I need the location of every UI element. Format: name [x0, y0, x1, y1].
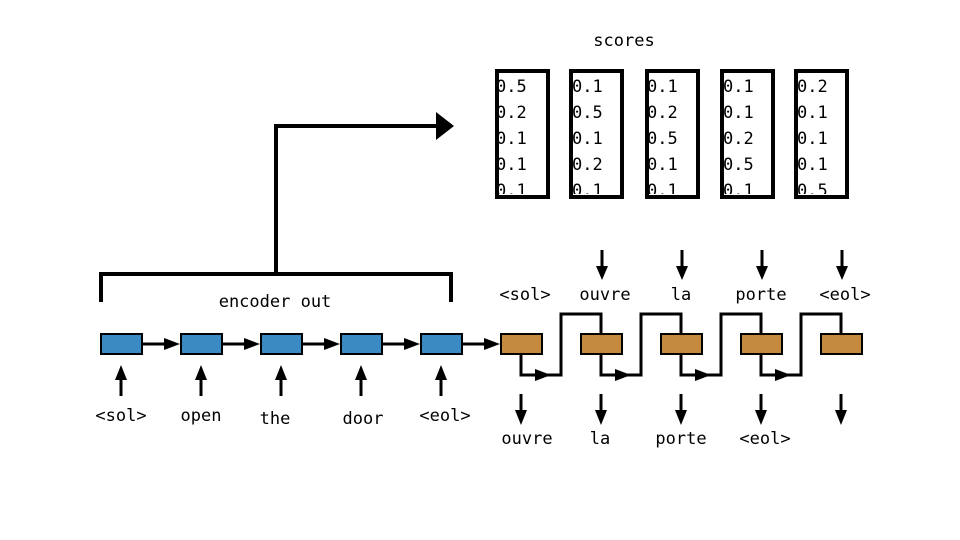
- decoder-input-label: <sol>: [499, 285, 550, 305]
- decoder-input-label: porte: [735, 285, 786, 305]
- decoder-connectors: [519, 312, 843, 377]
- encoder-input-label: open: [181, 406, 222, 426]
- bracket-arrowhead: [436, 112, 454, 140]
- decoder-cell: [580, 333, 623, 355]
- score-down-arrowheads: [596, 266, 848, 280]
- score-value: 0.1: [647, 77, 678, 97]
- score-value: 0.1: [496, 129, 527, 149]
- score-value: 0.1: [572, 77, 603, 97]
- encoder-input-label: <sol>: [95, 406, 146, 426]
- score-value: 0.2: [723, 129, 754, 149]
- encoder-cell: [260, 333, 303, 355]
- score-value: 0.1: [723, 77, 754, 97]
- scores-label: scores: [593, 31, 654, 51]
- score-box: 0.1 0.1 0.2 0.5 0.1: [720, 69, 775, 201]
- score-value: 0.5: [496, 77, 527, 97]
- score-value: 0.1: [647, 155, 678, 175]
- decoder-output-label: <eol>: [739, 429, 790, 449]
- score-down-arrows: [600, 250, 844, 268]
- encoder-input-label: door: [343, 409, 384, 429]
- decoder-cell: [500, 333, 543, 355]
- score-value: 0.1: [496, 155, 527, 175]
- score-value: 0.1: [647, 181, 678, 201]
- encoder-out-label: encoder out: [219, 292, 332, 312]
- decoder-cell: [740, 333, 783, 355]
- score-value: 0.1: [723, 103, 754, 123]
- encoder-cell: [340, 333, 383, 355]
- encoder-input-label: the: [260, 409, 291, 429]
- score-value: 0.1: [572, 181, 603, 201]
- decoder-output-arrows: [519, 394, 843, 412]
- decoder-connector-arrowheads: [535, 369, 791, 381]
- score-box: 0.1 0.5 0.1 0.2 0.1: [569, 69, 624, 201]
- score-value: 0.2: [572, 155, 603, 175]
- score-value: 0.5: [647, 129, 678, 149]
- score-box: 0.1 0.2 0.5 0.1 0.1: [645, 69, 700, 201]
- score-value: 0.5: [723, 155, 754, 175]
- encoder-cell: [180, 333, 223, 355]
- score-value: 0.1: [496, 181, 527, 201]
- score-value: 0.1: [572, 129, 603, 149]
- decoder-output-label: la: [590, 429, 610, 449]
- score-value: 0.1: [723, 181, 754, 201]
- encoder-cell: [420, 333, 463, 355]
- score-value: 0.1: [797, 155, 828, 175]
- encoder-connector-arrowheads: [164, 338, 500, 350]
- decoder-cells: [500, 333, 863, 355]
- score-value: 0.1: [797, 129, 828, 149]
- encoder-bracket: [99, 124, 453, 302]
- score-box: 0.5 0.2 0.1 0.1 0.1: [495, 69, 550, 201]
- score-value: 0.2: [797, 77, 828, 97]
- decoder-input-label: ouvre: [579, 285, 630, 305]
- decoder-input-label: la: [671, 285, 691, 305]
- decoder-output-arrowheads: [515, 410, 847, 425]
- decoder-cell: [660, 333, 703, 355]
- decoder-input-label: <eol>: [819, 285, 870, 305]
- encoder-cells: [100, 333, 463, 355]
- score-value: 0.5: [797, 181, 828, 201]
- decoder-cell: [820, 333, 863, 355]
- score-value: 0.5: [572, 103, 603, 123]
- encoder-cell: [100, 333, 143, 355]
- encoder-input-label: <eol>: [419, 406, 470, 426]
- score-box: 0.2 0.1 0.1 0.1 0.5: [794, 69, 849, 201]
- decoder-output-label: ouvre: [501, 429, 552, 449]
- decoder-output-label: porte: [655, 429, 706, 449]
- score-value: 0.2: [496, 103, 527, 123]
- score-value: 0.2: [647, 103, 678, 123]
- score-value: 0.1: [797, 103, 828, 123]
- encoder-input-arrowheads: [115, 365, 447, 380]
